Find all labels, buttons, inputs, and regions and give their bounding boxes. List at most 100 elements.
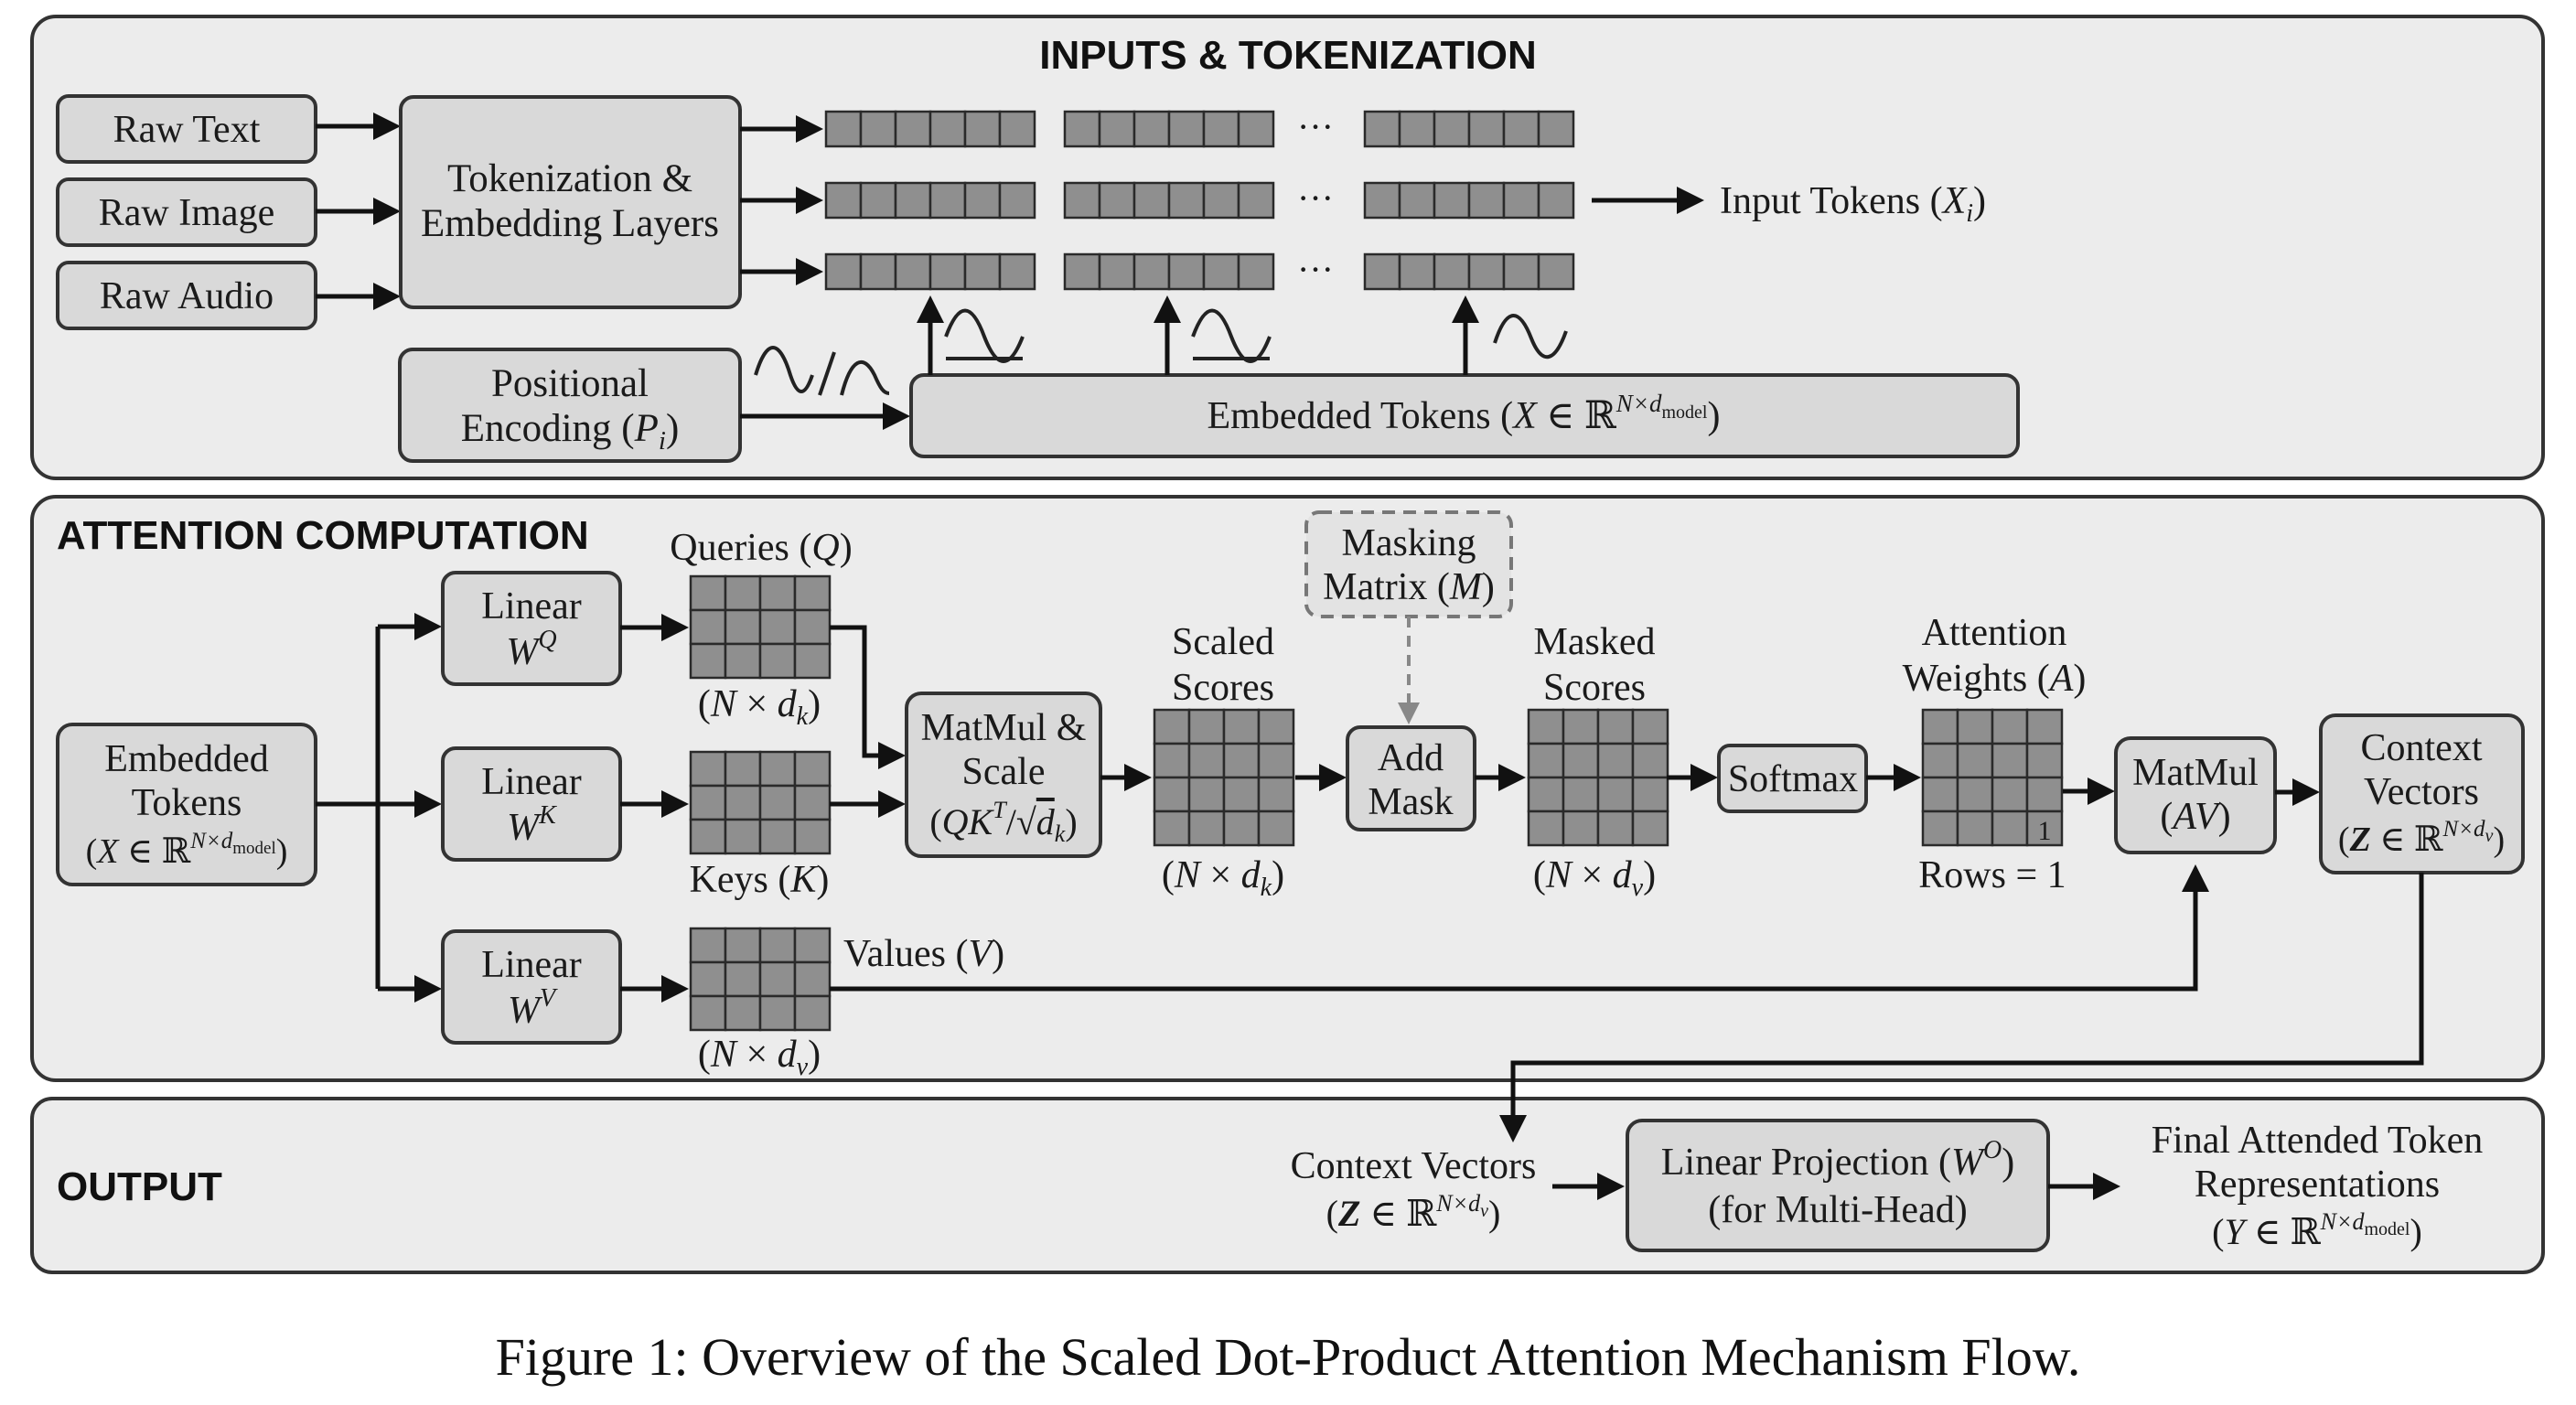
masking-matrix-line2: Matrix (M) <box>1323 566 1495 608</box>
final-line1: Final Attended Token <box>2152 1120 2484 1162</box>
matmul-av-box <box>2114 736 2277 854</box>
token-cell-r1-s3-c4 <box>1467 110 1506 148</box>
keys-grid-cell-2-3 <box>758 784 797 821</box>
queries-grid-cell-1-1 <box>689 574 727 612</box>
keys-grid-cell-1-1 <box>689 750 727 788</box>
keys-grid-cell-3-2 <box>724 818 762 855</box>
matrix-grids: 1 <box>689 574 2064 1032</box>
queries-grid-cell-3-1 <box>689 642 727 680</box>
token-cell-r2-s3-c3 <box>1433 181 1471 220</box>
matmul-scale-box <box>905 692 1102 858</box>
masked-scores-grid-cell-2-1 <box>1527 742 1565 779</box>
attention-weights-grid-cell-3-1 <box>1921 776 1959 813</box>
token-cell-r3-s3-c3 <box>1433 252 1471 291</box>
keys-grid-cell-3-3 <box>758 818 797 855</box>
positional-label-line2: Encoding (Pi) <box>461 407 680 456</box>
matmul-scale-line2: Scale <box>962 751 1046 793</box>
arrow-values-to-matmul-av <box>830 864 2209 992</box>
masked-scores-grid-cell-3-3 <box>1596 776 1635 813</box>
masked-scores-grid-cell-2-3 <box>1596 742 1635 779</box>
attention-context-line3: (Z ∈ ℝN×dv) <box>2338 817 2505 859</box>
scaled-scores-grid-cell-1-2 <box>1187 708 1226 745</box>
token-cell-r3-s2-c6 <box>1237 252 1275 291</box>
token-cell-r3-s1-c3 <box>894 252 932 291</box>
tokenization-label-line2: Embedding Layers <box>421 202 719 245</box>
position-wave-icon-3 <box>1493 314 1568 359</box>
sine-cosine-wave-icon <box>754 346 814 393</box>
values-grid-cell-1-3 <box>758 927 797 964</box>
attention-weights-grid-cell-4-3 <box>1991 810 2029 847</box>
attention-weights-grid-cell-4-1 <box>1921 810 1959 847</box>
queries-grid-cell-3-3 <box>758 642 797 680</box>
attention-context-line2: Vectors <box>2364 771 2479 813</box>
values-grid-cell-2-2 <box>724 960 762 998</box>
token-cell-r3-s3-c6 <box>1537 252 1575 291</box>
linear-wv-label: Linear <box>481 944 582 986</box>
scaled-scores-dim: (N × dk) <box>1162 854 1284 902</box>
queries-grid-cell-3-4 <box>793 642 832 680</box>
values-dim-label: (N × dv) <box>698 1034 821 1081</box>
masked-scores-line1: Masked <box>1534 621 1656 663</box>
token-cell-r2-s2-c3 <box>1132 181 1171 220</box>
tokenization-label-line1: Tokenization & <box>447 157 692 200</box>
values-grid-cell-3-4 <box>793 994 832 1032</box>
token-cell-r2-s3-c6 <box>1537 181 1575 220</box>
token-cell-r3-s2-c4 <box>1167 252 1206 291</box>
attention-weights-line1: Attention <box>1922 612 2067 654</box>
attention-embedded-line2: Tokens <box>132 782 242 824</box>
projection-line1: Linear Projection (WO) <box>1661 1136 2014 1184</box>
masked-scores-dim: (N × dv) <box>1533 854 1656 902</box>
token-cell-r2-s2-c2 <box>1098 181 1136 220</box>
positional-label-line1: Positional <box>491 362 649 405</box>
token-cell-r1-s1-c1 <box>824 110 863 148</box>
matmul-scale-line1: MatMul & <box>921 707 1087 749</box>
scaled-scores-grid-cell-2-2 <box>1187 742 1226 779</box>
values-label: Values (V) <box>843 933 1004 975</box>
attention-weights-grid-cell-3-4 <box>2025 776 2064 813</box>
matmul-av-line2: (AV) <box>2160 796 2230 838</box>
queries-grid-cell-2-1 <box>689 608 727 646</box>
scaled-scores-grid-cell-2-4 <box>1257 742 1295 779</box>
token-cell-r2-s3-c5 <box>1502 181 1540 220</box>
arrow-queries-to-matmul <box>830 625 906 769</box>
arrow-context-to-output <box>1499 873 2424 1142</box>
scaled-scores-grid-cell-3-3 <box>1222 776 1261 813</box>
attention-weights-grid-cell-2-3 <box>1991 742 2029 779</box>
masked-scores-grid-cell-2-4 <box>1631 742 1669 779</box>
softmax-label: Softmax <box>1728 758 1858 800</box>
values-grid-cell-1-4 <box>793 927 832 964</box>
token-cell-r3-s3-c4 <box>1467 252 1506 291</box>
values-grid-cell-2-3 <box>758 960 797 998</box>
masking-matrix-line1: Masking <box>1342 522 1476 564</box>
scaled-scores-grid-cell-3-4 <box>1257 776 1295 813</box>
attention-embedded-line3: (X ∈ ℝN×dmodel) <box>86 829 288 871</box>
raw-text-box <box>56 94 317 164</box>
token-cell-r2-s1-c5 <box>963 181 1002 220</box>
scaled-scores-grid-cell-4-2 <box>1187 810 1226 847</box>
final-line3: (Y ∈ ℝN×dmodel) <box>2212 1208 2422 1252</box>
token-cell-r2-s1-c2 <box>859 181 897 220</box>
token-cell-r1-s1-c3 <box>894 110 932 148</box>
token-cell-r2-s3-c1 <box>1363 181 1401 220</box>
token-cell-r3-s1-c1 <box>824 252 863 291</box>
attention-weights-grid-cell-2-2 <box>1956 742 1994 779</box>
token-cell-r2-s2-c5 <box>1202 181 1240 220</box>
masked-scores-grid-cell-3-1 <box>1527 776 1565 813</box>
values-grid-cell-3-3 <box>758 994 797 1032</box>
attention-context-line1: Context <box>2361 727 2483 769</box>
queries-dim-label: (N × dk) <box>698 683 821 731</box>
scaled-scores-grid-cell-4-3 <box>1222 810 1261 847</box>
output-section-title: OUTPUT <box>57 1164 222 1209</box>
token-cell-r2-s1-c6 <box>998 181 1036 220</box>
raw-text-label: Raw Text <box>113 109 261 151</box>
keys-grid-cell-2-2 <box>724 784 762 821</box>
queries-grid-cell-1-4 <box>793 574 832 612</box>
add-mask-line1: Add <box>1378 737 1444 779</box>
attention-weights-grid-cell-1-4 <box>2025 708 2064 745</box>
linear-wk-weight: WK <box>507 801 557 849</box>
token-cell-r1-s2-c3 <box>1132 110 1171 148</box>
attention-weights-grid-cell-3-2 <box>1956 776 1994 813</box>
token-cell-r2-s2-c6 <box>1237 181 1275 220</box>
token-cell-r2-s3-c2 <box>1398 181 1436 220</box>
linear-wq-weight: WQ <box>506 626 556 673</box>
